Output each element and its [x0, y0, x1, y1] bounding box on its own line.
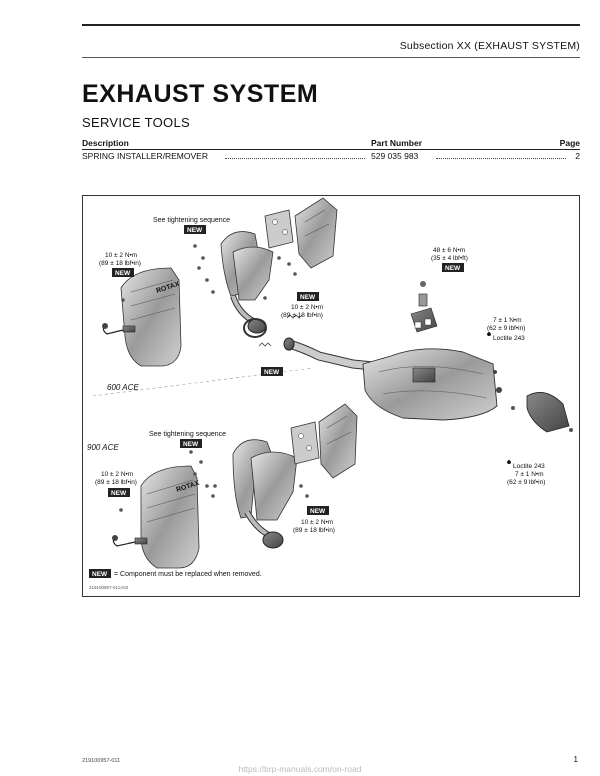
column-header-page: Page — [559, 138, 580, 148]
leader-dots — [225, 158, 365, 159]
new-badge: NEW — [310, 508, 326, 515]
legend-text: = Component must be replaced when remove… — [114, 571, 262, 578]
torque-value: 7 ± 1 N•m — [493, 317, 522, 324]
label-tightening-bottom: See tightening sequence NEW — [149, 431, 226, 448]
label-tightening-top: See tightening sequence NEW — [153, 217, 230, 234]
exhaust-system-diagram: ROTAX — [82, 195, 580, 597]
new-badge: NEW — [115, 270, 131, 277]
exhaust-ring-clamp — [243, 318, 267, 338]
table-header-rule — [82, 149, 580, 150]
torque-value-imperial: (62 ± 9 lbf•in) — [487, 325, 525, 332]
loctite-drop-icon — [487, 332, 491, 336]
torque-value: 10 ± 2 N•m — [101, 471, 133, 478]
torque-value: 10 ± 2 N•m — [105, 252, 137, 259]
figure-legend: NEW = Component must be replaced when re… — [89, 569, 262, 590]
torque-value: 7 ± 1 N•m — [515, 471, 544, 478]
bolts-upper — [121, 244, 297, 302]
manifold-gasket-lower — [290, 403, 358, 479]
label-new-pipe: NEW — [261, 367, 283, 376]
exhaust-manifold-upper — [220, 231, 274, 334]
exhaust-tailpipe — [511, 392, 573, 433]
label-torque-e: 10 ± 2 N•m (89 ± 18 lbf•in) NEW — [95, 471, 137, 497]
oxygen-sensor-upper — [102, 323, 136, 335]
tool-part-number: 529 035 983 — [371, 151, 419, 161]
torque-value: 10 ± 2 N•m — [301, 519, 333, 526]
muffler — [362, 348, 502, 421]
subsection-rule — [82, 57, 580, 58]
header-rule — [82, 24, 580, 26]
subsection-title: Subsection XX (EXHAUST SYSTEM) — [399, 40, 580, 52]
service-tools-table: Description Part Number Page SPRING INST… — [82, 138, 580, 162]
loctite-drop-icon — [507, 460, 511, 464]
bolts-lower — [119, 450, 309, 512]
torque-value-imperial: (89 ± 18 lbf•in) — [99, 260, 141, 267]
oxygen-sensor-lower — [112, 535, 148, 547]
leader-dots — [436, 158, 566, 159]
label-torque-d: 7 ± 1 N•m (62 ± 9 lbf•in) Loctite 243 — [487, 317, 525, 342]
document-code: 219100957-011 — [82, 758, 121, 764]
loctite-label: Loctite 243 — [513, 463, 545, 470]
torque-value-imperial: (62 ± 9 lbf•in) — [507, 479, 545, 486]
label-torque-g: NEW 10 ± 2 N•m (89 ± 18 lbf•in) — [293, 506, 335, 534]
heat-shield-upper: ROTAX — [120, 267, 182, 367]
assembly-divider — [92, 367, 314, 397]
heat-shield-lower: ROTAX — [140, 465, 201, 569]
torque-value-imperial: (35 ± 4 lbf•ft) — [431, 255, 468, 262]
torque-value: 10 ± 2 N•m — [291, 304, 323, 311]
new-badge: NEW — [187, 227, 203, 234]
muffler-bracket — [410, 281, 438, 333]
figure-code: 219100957-011A02 — [89, 585, 129, 590]
label-torque-f: Loctite 243 7 ± 1 N•m (62 ± 9 lbf•in) — [507, 460, 545, 486]
torque-value-imperial: (89 ± 18 lbf•in) — [293, 527, 335, 534]
table-header: Description Part Number Page — [82, 138, 580, 149]
page-title: EXHAUST SYSTEM — [82, 80, 319, 108]
torque-value: 48 ± 6 N•m — [433, 247, 465, 254]
new-badge: NEW — [264, 369, 280, 376]
new-badge: NEW — [183, 441, 199, 448]
tightening-sequence-label: See tightening sequence — [149, 431, 226, 438]
new-badge: NEW — [111, 490, 127, 497]
tool-page: 2 — [575, 151, 580, 161]
manifold-gasket-upper — [264, 197, 338, 269]
label-torque-b: NEW 10 ± 2 N•m (89 ± 18 lbf•in) — [281, 292, 323, 319]
label-engine-600: 600 ACE — [107, 383, 139, 392]
label-torque-a: 10 ± 2 N•m (89 ± 18 lbf•in) NEW — [99, 252, 141, 277]
loctite-label: Loctite 243 — [493, 335, 525, 342]
exhaust-exploded-view: ROTAX — [87, 197, 573, 590]
tool-description: SPRING INSTALLER/REMOVER — [82, 151, 208, 161]
column-header-description: Description — [82, 138, 129, 148]
engine-900-label: 900 ACE — [87, 443, 119, 452]
label-engine-900: 900 ACE — [87, 443, 119, 452]
source-url: https://brp-manuals.com/on-road — [238, 764, 362, 774]
table-row: SPRING INSTALLER/REMOVER 529 035 983 2 — [82, 151, 580, 162]
torque-value-imperial: (89 ± 18 lbf•in) — [281, 312, 323, 319]
page-number: 1 — [573, 755, 578, 764]
exhaust-manifold-lower — [232, 439, 298, 549]
tightening-sequence-label: See tightening sequence — [153, 217, 230, 224]
engine-600-label: 600 ACE — [107, 383, 139, 392]
torque-value-imperial: (89 ± 18 lbf•in) — [95, 479, 137, 486]
exhaust-pipe — [283, 337, 374, 371]
new-badge: NEW — [92, 571, 108, 578]
new-badge: NEW — [300, 294, 316, 301]
new-badge: NEW — [445, 265, 461, 272]
label-torque-c: 48 ± 6 N•m (35 ± 4 lbf•ft) NEW — [431, 247, 468, 272]
column-header-part-number: Part Number — [371, 138, 423, 148]
exhaust-springs — [258, 314, 303, 347]
section-heading: SERVICE TOOLS — [82, 115, 190, 130]
